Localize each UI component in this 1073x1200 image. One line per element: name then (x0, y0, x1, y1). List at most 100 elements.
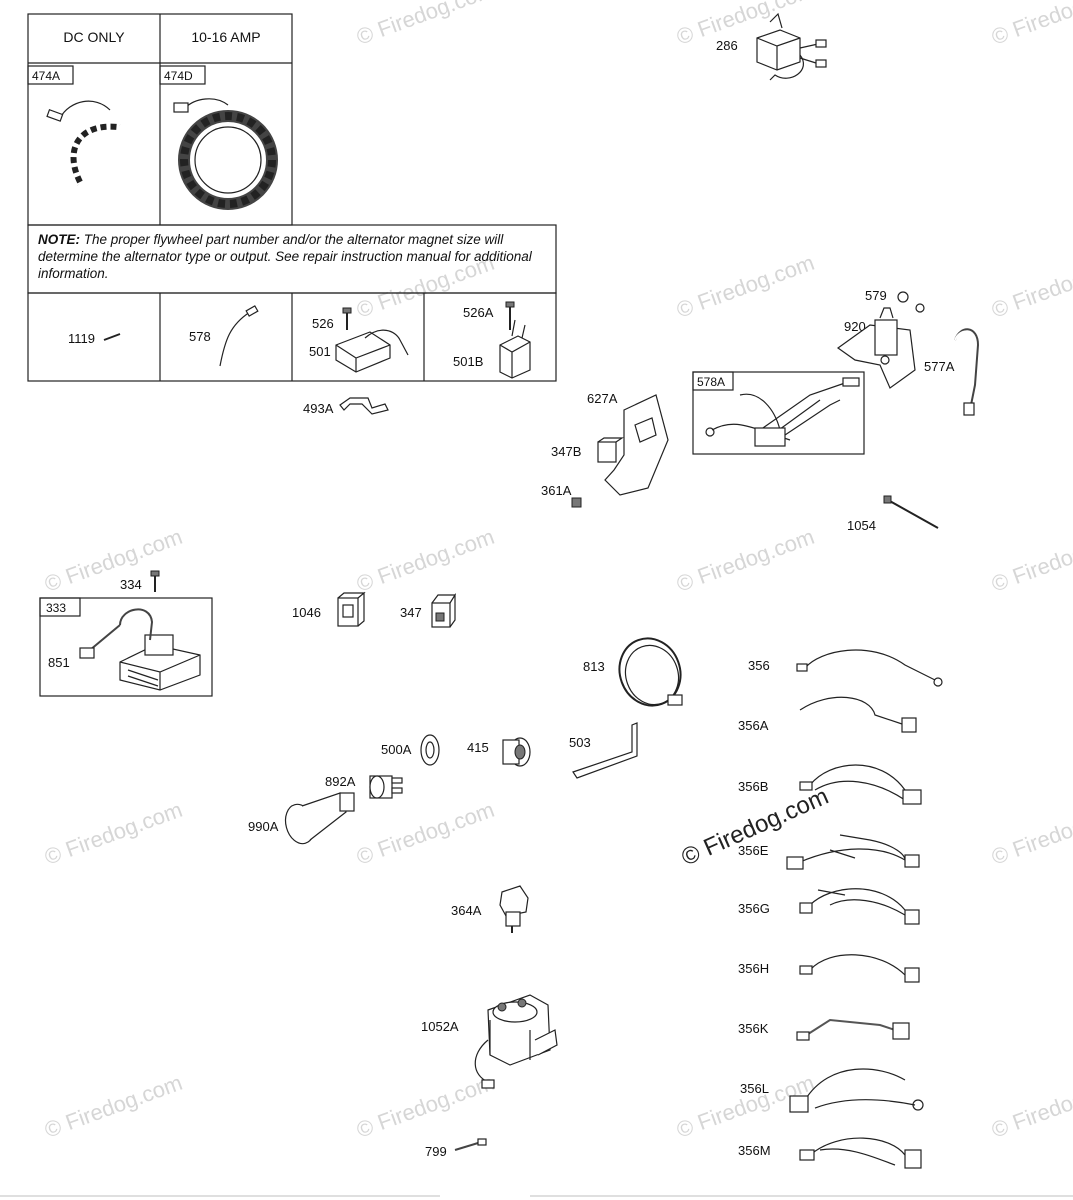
terminal-icon (454, 1142, 479, 1151)
box-label-frame (27, 65, 74, 85)
part-526-label[interactable]: 526 (312, 316, 334, 331)
spark-plug-boot-icon (954, 328, 980, 416)
receptacle-icon (502, 737, 531, 767)
watermark: © Firedog.com (41, 1070, 185, 1143)
watermark: © Firedog.com (988, 797, 1073, 870)
note-text: NOTE: The proper flywheel part number an… (38, 231, 550, 282)
relay-icon (756, 12, 827, 81)
part-990A-label[interactable]: 990A (248, 819, 279, 834)
part-415-label[interactable]: 415 (467, 740, 489, 755)
bracket-icon (339, 397, 389, 415)
part-500A-label[interactable]: 500A (381, 742, 412, 757)
part-892A-label[interactable]: 892A (325, 774, 356, 789)
part-356E-label[interactable]: 356E (738, 843, 769, 858)
alternator-table: DC ONLY 10-16 AMP 474A 474D (27, 13, 293, 226)
light-socket-icon (369, 775, 403, 799)
wire-icon (799, 696, 906, 726)
regulator-table: 1119 578 526 501 526A 501B (27, 292, 557, 382)
wire-icon (804, 649, 936, 681)
watermark: © Firedog.com (988, 524, 1073, 597)
solenoid-icon (474, 994, 558, 1089)
ignition-switch-icon (836, 307, 916, 389)
wire-icon (809, 888, 906, 916)
part-356M-label[interactable]: 356M (738, 1143, 771, 1158)
bulb-icon (284, 792, 355, 845)
wire-harness-list: 356 356A 356B 356E 356G 356H 356K 356L 3… (738, 649, 943, 1169)
part-1054-label[interactable]: 1054 (847, 518, 876, 533)
watermark: © Firedog.com (673, 524, 817, 597)
band-clamp-icon (618, 637, 683, 707)
part-501-label[interactable]: 501 (309, 344, 331, 359)
box-label-frame (159, 65, 206, 85)
part-347-label[interactable]: 347 (400, 605, 422, 620)
part-813-label[interactable]: 813 (583, 659, 605, 674)
part-364A-label[interactable]: 364A (451, 903, 482, 918)
watermark: © Firedog.com (988, 0, 1073, 50)
part-851-label[interactable]: 851 (48, 655, 70, 670)
switch-icon (431, 592, 457, 628)
wire-icon (219, 311, 251, 367)
watermark: © Firedog.com (988, 250, 1073, 323)
part-1052A-label[interactable]: 1052A (421, 1019, 459, 1034)
switch-icon (597, 441, 617, 463)
bolt-icon (103, 333, 121, 341)
box-label-frame (692, 371, 734, 391)
watermark: © Firedog.com (988, 1070, 1073, 1143)
part-356B-label[interactable]: 356B (738, 779, 768, 794)
part-577A-label[interactable]: 577A (924, 359, 955, 374)
box-label-frame (39, 597, 81, 617)
part-1119-label[interactable]: 1119 (68, 331, 95, 346)
part-286-label[interactable]: 286 (716, 38, 738, 53)
wire-icon (804, 1018, 896, 1037)
note-prefix: NOTE: (38, 232, 80, 247)
part-493A-label[interactable]: 493A (303, 401, 334, 416)
part-627A-label[interactable]: 627A (587, 391, 618, 406)
nut-icon (897, 291, 909, 303)
part-356A-label[interactable]: 356A (738, 718, 769, 733)
part-356H-label[interactable]: 356H (738, 961, 769, 976)
note-body: The proper flywheel part number and/or t… (38, 232, 532, 281)
watermark: © Firedog.com (353, 524, 497, 597)
wire-icon (799, 834, 906, 863)
header-dc-only: DC ONLY (63, 29, 125, 45)
watermark: © Firedog.com (41, 524, 185, 597)
regulator-icon (335, 307, 409, 373)
strap-icon (572, 722, 638, 779)
watermark: © Firedog.com (41, 797, 185, 870)
watermark: © Firedog.com (353, 1070, 497, 1143)
watermark: © Firedog.com (353, 0, 497, 50)
stator-ring-icon (173, 98, 278, 210)
nut-icon (915, 303, 925, 313)
part-579-label[interactable]: 579 (865, 288, 887, 303)
wire-icon (804, 1068, 916, 1109)
part-799-label[interactable]: 799 (425, 1144, 447, 1159)
part-356G-label[interactable]: 356G (738, 901, 770, 916)
part-578A-label[interactable]: 578A (697, 375, 725, 389)
part-334-label[interactable]: 334 (120, 577, 142, 592)
part-920-label[interactable]: 920 (844, 319, 866, 334)
part-501B-label[interactable]: 501B (453, 354, 483, 369)
ignition-coil-icon (79, 608, 201, 691)
part-474D-label[interactable]: 474D (164, 69, 193, 83)
part-503-label[interactable]: 503 (569, 735, 591, 750)
part-1046-label[interactable]: 1046 (292, 605, 321, 620)
part-526A-label[interactable]: 526A (463, 305, 494, 320)
part-356L-label[interactable]: 356L (740, 1081, 769, 1096)
part-474A-label[interactable]: 474A (32, 69, 60, 83)
part-578-label[interactable]: 578 (189, 329, 211, 344)
regulator-b-icon (499, 301, 531, 379)
header-amp: 10-16 AMP (191, 29, 260, 45)
part-361A-label[interactable]: 361A (541, 483, 572, 498)
part-356-label[interactable]: 356 (748, 658, 770, 673)
part-333-label[interactable]: 333 (46, 601, 66, 615)
washer-icon (420, 734, 440, 766)
part-356K-label[interactable]: 356K (738, 1021, 769, 1036)
wire-icon (809, 954, 906, 976)
screw-icon (571, 497, 582, 508)
wire-harness-icon (705, 377, 860, 447)
part-347B-label[interactable]: 347B (551, 444, 581, 459)
wire-icon (809, 764, 906, 801)
harness-box (692, 371, 865, 455)
cable-tie-icon (887, 499, 939, 529)
